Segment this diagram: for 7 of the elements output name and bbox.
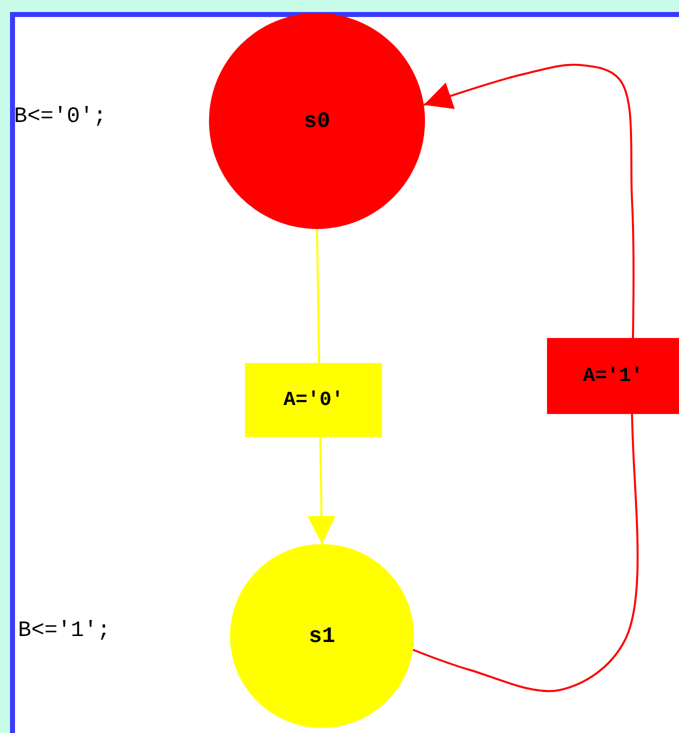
state-name: s0 [304, 108, 330, 134]
output-assignment: B<='0'; [14, 104, 106, 129]
transition-arrow [412, 64, 639, 692]
state-name: s1 [308, 624, 336, 648]
output-assignment: B<='1'; [18, 618, 110, 643]
transition-condition: A='0' [245, 363, 382, 437]
transition-condition: A='1' [547, 338, 679, 414]
